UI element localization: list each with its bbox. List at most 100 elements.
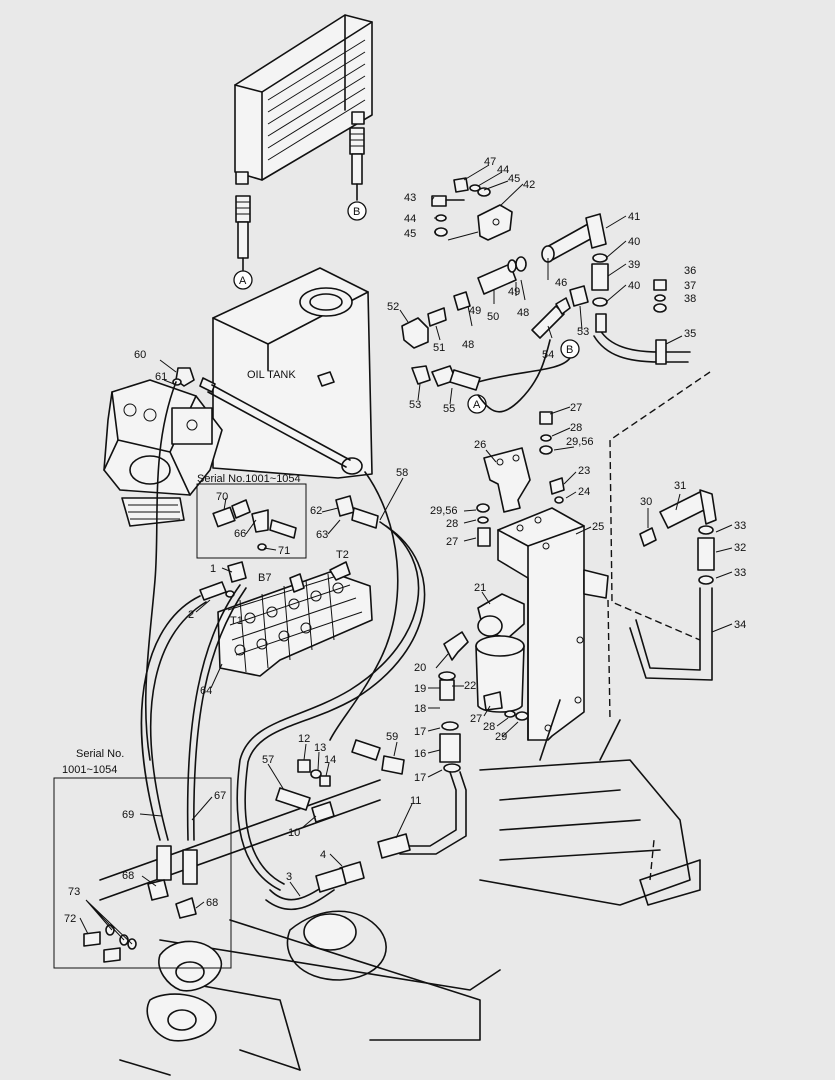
swivel-joint-valve [103,379,223,527]
callout-28: 28 [570,422,582,434]
fittings-36-38 [653,279,667,313]
callout-29: 29 [495,731,507,743]
callout-2: 2 [188,609,194,621]
callout-45: 45 [404,228,416,240]
pipe-35-clamps [593,313,691,365]
callout-54: 54 [542,349,554,361]
connector-b-mid: B [560,339,580,359]
port-t2-label: T2 [336,549,349,561]
callout-69: 69 [122,809,134,821]
return-filter-21 [475,593,525,713]
chassis-right [479,699,701,906]
callout-30: 30 [640,496,652,508]
connector-b-label: B [353,206,360,218]
callout-61: 61 [155,371,167,383]
bolts-23-24-27-28 [476,411,565,721]
oil-tank: OIL TANK [212,267,373,479]
hose-31-clamps-33 [629,489,717,681]
connector-a-top: A [233,270,253,290]
leader-lines [79,164,733,945]
callout-27-lower: 27 [470,713,482,725]
callout-64: 64 [200,685,212,697]
return-pipe-41 [541,213,607,263]
callout-29-56: 29,56 [566,436,594,448]
callout-57: 57 [262,754,274,766]
filter-bracket-25 [497,507,609,741]
callout-10: 10 [288,827,300,839]
callout-45: 45 [508,173,520,185]
pipe-50 [477,256,527,295]
callout-20: 20 [414,662,426,674]
elbow-62 [335,495,355,517]
callout-28-left: 28 [446,518,458,530]
hose-fitting-55 [431,365,481,391]
callout-41: 41 [628,211,640,223]
lower-frame [99,779,501,1076]
callout-14: 14 [324,754,336,766]
connector-a-mid: A [467,394,487,414]
adapter-2 [199,581,235,601]
callout-63: 63 [316,529,328,541]
callout-35: 35 [684,328,696,340]
callout-48: 48 [462,339,474,351]
callout-33-b: 33 [734,567,746,579]
callout-11: 11 [410,795,421,807]
callout-34: 34 [734,619,746,631]
callout-40: 40 [628,280,640,292]
callout-46: 46 [555,277,567,289]
callout-53: 53 [409,399,421,411]
callout-71: 71 [278,545,290,557]
callout-32: 32 [734,542,746,554]
callout-53: 53 [577,326,589,338]
callout-12: 12 [298,733,310,745]
port-t1-label: T1 [230,615,243,627]
bracket-42 [477,204,513,241]
callout-18: 18 [414,703,426,715]
callout-73: 73 [68,886,80,898]
callout-37: 37 [684,280,696,292]
callout-62: 62 [310,505,322,517]
callout-50: 50 [487,311,499,323]
callout-29-56-left: 29,56 [430,505,458,517]
callout-24: 24 [578,486,590,498]
oil-cooler [234,14,373,185]
connector-a-label: A [239,275,247,287]
callout-26: 26 [474,439,486,451]
callout-33: 33 [734,520,746,532]
callout-1: 1 [210,563,216,575]
filter-fittings-17-22 [438,631,469,773]
callout-40: 40 [628,236,640,248]
oil-tank-label: OIL TANK [247,369,296,381]
callout-55: 55 [443,403,455,415]
hose-lines [140,339,571,911]
tank-return-hose [199,377,351,468]
callout-67: 67 [214,790,226,802]
callout-43: 43 [404,192,416,204]
hose-fitting-58 [351,507,379,529]
callout-70: 70 [216,491,228,503]
callout-58: 58 [396,467,408,479]
callout-13: 13 [314,742,326,754]
port-b7-label: B7 [258,572,271,584]
callout-51: 51 [433,342,445,354]
callout-59: 59 [386,731,398,743]
callout-39: 39 [628,259,640,271]
callout-38: 38 [684,293,696,305]
callout-68-b: 68 [206,897,218,909]
callout-numbers: 47 44 45 42 43 44 45 41 40 39 40 36 37 3… [64,156,746,925]
hose-39-clamps-40 [591,253,609,307]
callout-66: 66 [234,528,246,540]
serial-inset-lower: Serial No. 1001~1054 [53,748,232,969]
serial-inset-lower-label-1: Serial No. [76,748,124,760]
serial-inset-upper-label: Serial No.1001~1054 [197,473,301,485]
callout-28-lower: 28 [483,721,495,733]
adapter-49-51 [427,291,471,327]
callout-4: 4 [320,849,326,861]
callout-19: 19 [414,683,426,695]
pipe-11 [377,771,467,859]
callout-31: 31 [674,480,686,492]
callout-44: 44 [404,213,416,225]
elbow-1 [227,561,247,583]
tee-52 [401,317,429,349]
